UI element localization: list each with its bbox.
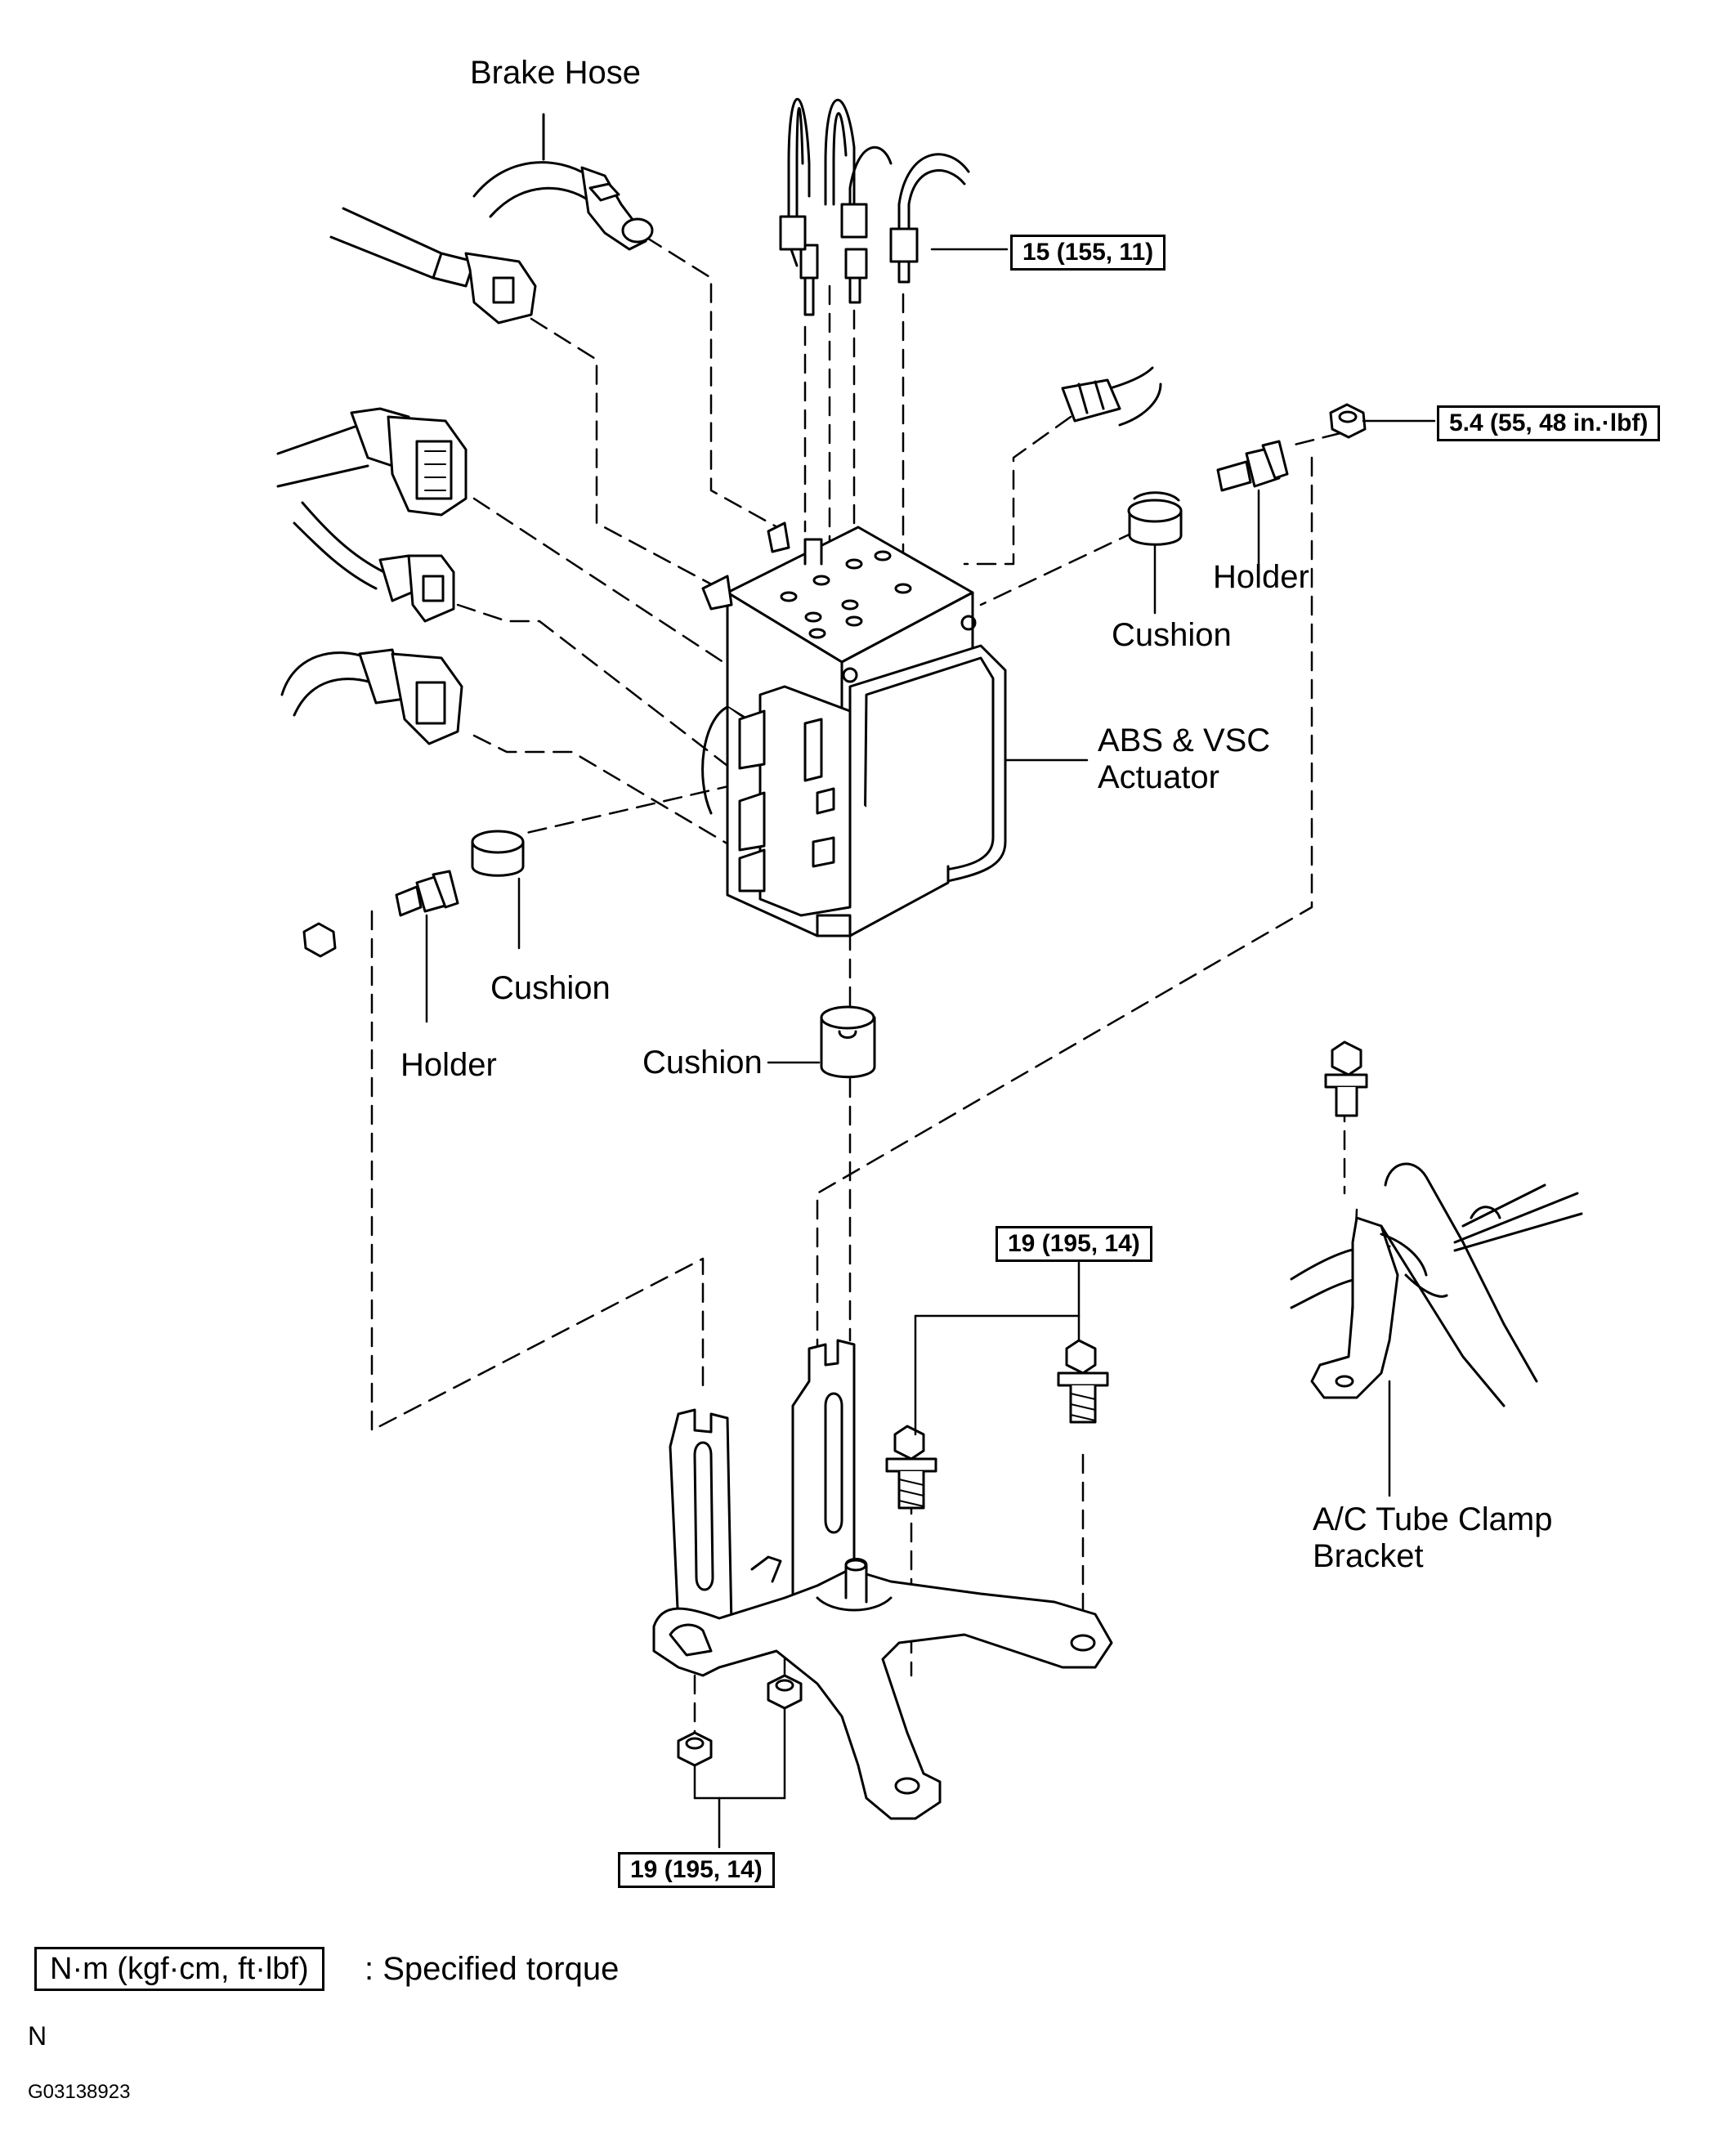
wire-harness-connector-3: [293, 501, 455, 623]
actuator-label-line1: ABS & VSC: [1098, 723, 1271, 758]
brake-hose: [472, 113, 654, 251]
torque-spec-bracket-bolts: 19 (195, 14): [996, 1226, 1152, 1262]
footer-letter: N: [28, 2021, 47, 2051]
holder-right-label: Holder: [1213, 559, 1309, 595]
cushion-bottom-label: Cushion: [642, 1045, 763, 1080]
torque-spec-holder-nut: 5.4 (55, 48 in.·lbf): [1437, 405, 1661, 441]
ac-tube-clamp-bracket: [1290, 1040, 1583, 1407]
figure-code: G03138923: [28, 2081, 131, 2103]
leader-lines: [425, 113, 1436, 1849]
ac-bracket-label-line2: Bracket: [1313, 1538, 1424, 1574]
cushion-bottom-part: [820, 1005, 876, 1079]
actuator-mounting-bracket: [652, 1339, 1113, 1820]
sensor-fitting: [1061, 366, 1162, 427]
bracket-bolt-2: [885, 1425, 937, 1510]
cushion-right-part: [1127, 491, 1183, 546]
torque-legend-description: : Specified torque: [365, 1951, 620, 1987]
bracket-bolt-1: [1057, 1339, 1109, 1424]
brake-hose-label: Brake Hose: [470, 55, 641, 91]
holder-left-label: Holder: [400, 1047, 497, 1083]
cushion-left-part: [471, 830, 525, 877]
wire-harness-connector-4: [280, 648, 463, 745]
holder-nut-right: [1329, 403, 1367, 439]
ac-bracket-label-line1: A/C Tube Clamp: [1313, 1501, 1553, 1537]
brake-lines: [779, 97, 970, 316]
bracket-nut-2: [767, 1674, 803, 1710]
actuator-label-line2: Actuator: [1098, 759, 1219, 795]
cushion-left-label: Cushion: [490, 970, 611, 1006]
wire-harness-connector-2: [276, 407, 468, 517]
torque-spec-bracket-nuts: 19 (195, 14): [618, 1852, 775, 1888]
torque-unit-legend-box: N·m (kgf·cm, ft·lbf): [34, 1947, 324, 1991]
bracket-nut-1: [677, 1731, 713, 1767]
abs-vsc-actuator: [701, 521, 1007, 937]
holder-left-part: [395, 870, 459, 917]
wire-harness-connector-1: [329, 207, 537, 324]
torque-spec-brake-lines: 15 (155, 11): [1010, 235, 1166, 271]
cushion-right-label: Cushion: [1112, 617, 1232, 653]
holder-right-part: [1216, 440, 1289, 492]
holder-nut-left: [302, 922, 337, 958]
